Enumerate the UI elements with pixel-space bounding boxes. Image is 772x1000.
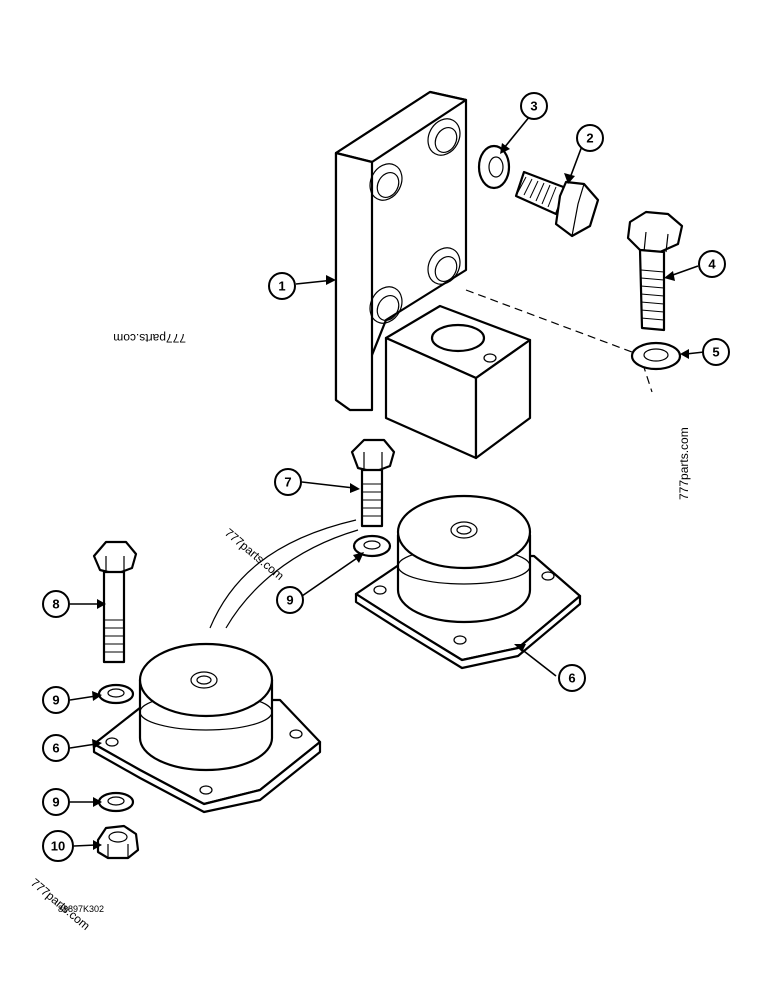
- callout-6-upper: 6: [558, 664, 586, 692]
- svg-text:6: 6: [52, 741, 59, 756]
- callout-9-middle: 9: [42, 686, 70, 714]
- hex-nut-10: [96, 824, 140, 860]
- svg-text:9: 9: [52, 693, 59, 708]
- washer-5: [630, 341, 682, 371]
- svg-text:9: 9: [52, 795, 59, 810]
- callout-5: 5: [702, 338, 730, 366]
- svg-text:7: 7: [284, 475, 291, 490]
- callout-4: 4: [698, 250, 726, 278]
- svg-text:5: 5: [712, 345, 719, 360]
- svg-text:6: 6: [568, 671, 575, 686]
- washer-9-upper: [352, 534, 392, 558]
- svg-text:9: 9: [286, 593, 293, 608]
- callout-8: 8: [42, 590, 70, 618]
- callout-10: 10: [42, 830, 74, 862]
- callout-2: 2: [576, 124, 604, 152]
- watermark-right: 777parts.com: [677, 427, 691, 500]
- callout-9-lower: 9: [42, 788, 70, 816]
- callout-7: 7: [274, 468, 302, 496]
- hex-bolt-7: [350, 438, 396, 528]
- washer-9-lower: [97, 791, 135, 813]
- anti-vibration-mount-upper: [354, 494, 582, 670]
- anti-vibration-mount-lower: [92, 642, 322, 814]
- callout-3: 3: [520, 92, 548, 120]
- hex-bolt-4: [626, 210, 684, 332]
- svg-text:1: 1: [278, 279, 285, 294]
- svg-text:3: 3: [530, 99, 537, 114]
- svg-text:8: 8: [52, 597, 59, 612]
- figure-code: 86897K302: [58, 904, 104, 914]
- washer-9-middle: [97, 683, 135, 705]
- callout-6-lower: 6: [42, 734, 70, 762]
- hex-bolt-8: [92, 540, 138, 664]
- callout-9-upper: 9: [276, 586, 304, 614]
- svg-text:10: 10: [51, 839, 65, 854]
- washer-3: [477, 144, 511, 190]
- mounting-bracket: [334, 90, 653, 460]
- leader-lines: [69, 115, 705, 850]
- svg-text:2: 2: [586, 131, 593, 146]
- svg-text:4: 4: [708, 257, 716, 272]
- watermark-top-left: 777parts.com: [113, 331, 186, 345]
- hex-bolt-2: [514, 170, 600, 238]
- callout-1: 1: [268, 272, 296, 300]
- watermark-center: 777parts.com: [222, 526, 287, 583]
